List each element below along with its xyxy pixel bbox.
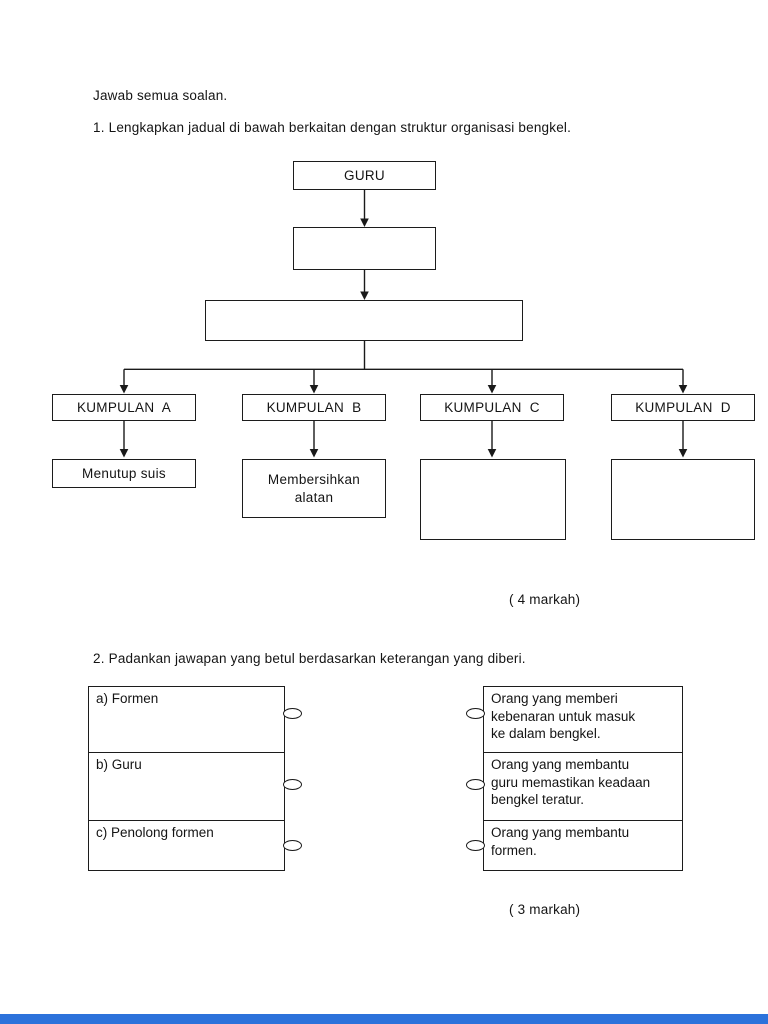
answer-oval-left-a [283, 708, 302, 719]
answer-oval-right-1 [466, 708, 485, 719]
orgchart-group-b-label: KUMPULAN B [266, 399, 362, 415]
orgchart-level2-blank-box [293, 227, 436, 270]
match-right-table: Orang yang memberi kebenaran untuk masuk… [483, 686, 683, 871]
orgchart-group-a-box: KUMPULAN A [52, 394, 196, 421]
match-right-row-1: Orang yang memberi kebenaran untuk masuk… [484, 687, 682, 753]
question2-text: 2. Padankan jawapan yang betul berdasark… [93, 651, 526, 666]
match-left-row-c: c) Penolong formen [89, 821, 284, 869]
match-right-row-3-line1: Orang yang membantu [491, 825, 630, 840]
match-left-row-b: b) Guru [89, 753, 284, 821]
match-right-row-1-line1: Orang yang memberi [491, 691, 618, 706]
match-right-row-2-line1: Orang yang membantu [491, 757, 630, 772]
orgchart-group-c-box: KUMPULAN C [420, 394, 564, 421]
orgchart-group-a-label: KUMPULAN A [76, 399, 172, 415]
orgchart-task-c-blank-box [420, 459, 566, 540]
instructions-text: Jawab semua soalan. [93, 88, 228, 103]
match-left-label-b: b) Guru [96, 757, 142, 772]
match-left-row-a: a) Formen [89, 687, 284, 753]
orgchart-task-d-blank-box [611, 459, 755, 540]
answer-oval-left-b [283, 779, 302, 790]
match-right-row-3: Orang yang membantu formen. [484, 821, 682, 869]
match-left-table: a) Formen b) Guru c) Penolong formen [88, 686, 285, 871]
answer-oval-right-2 [466, 779, 485, 790]
answer-oval-left-c [283, 840, 302, 851]
flowchart-connectors [119, 190, 688, 458]
match-right-row-2-line2: guru memastikan keadaan [491, 774, 651, 790]
answer-oval-right-3 [466, 840, 485, 851]
match-right-row-1-line3: ke dalam bengkel. [491, 726, 601, 741]
orgchart-root-label: GURU [344, 167, 385, 183]
question2-marks: ( 3 markah) [509, 902, 581, 917]
match-right-row-2-line3: bengkel teratur. [491, 792, 585, 807]
orgchart-task-b-line1: Membersihkan [267, 471, 361, 487]
page-bottom-bar [0, 1014, 768, 1024]
orgchart-task-a-box: Menutup suis [52, 459, 196, 488]
orgchart-task-b-line2: alatan [294, 489, 334, 505]
orgchart-group-d-label: KUMPULAN D [635, 399, 731, 415]
orgchart-group-b-box: KUMPULAN B [242, 394, 386, 421]
match-left-label-a: a) Formen [96, 691, 159, 706]
orgchart-group-d-box: KUMPULAN D [611, 394, 755, 421]
orgchart-group-c-label: KUMPULAN C [444, 399, 540, 415]
orgchart-root-box: GURU [293, 161, 436, 190]
match-left-label-c: c) Penolong formen [96, 825, 214, 840]
match-right-row-2: Orang yang membantu guru memastikan kead… [484, 753, 682, 821]
match-right-row-3-line2: formen. [491, 842, 537, 858]
question1-text: 1. Lengkapkan jadual di bawah berkaitan … [93, 120, 572, 135]
match-right-row-1-line2: kebenaran untuk masuk [491, 708, 636, 724]
orgchart-task-b-box: Membersihkan alatan [242, 459, 386, 518]
orgchart-task-a-line: Menutup suis [82, 465, 166, 481]
orgchart-level3-blank-box [205, 300, 523, 341]
question1-marks: ( 4 markah) [509, 592, 581, 607]
